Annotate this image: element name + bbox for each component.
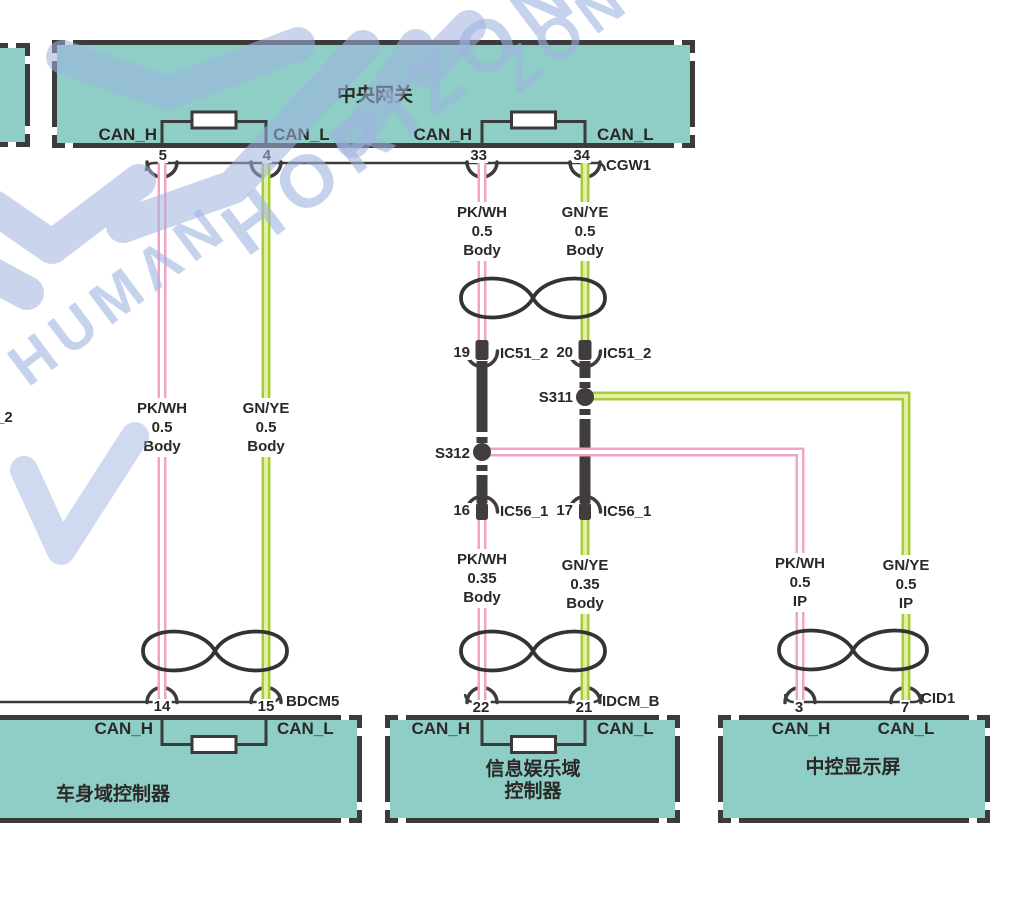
wire-color-code: PK/WH (457, 551, 507, 568)
wire-gauge: 0.35 (570, 576, 600, 593)
wire-canh-s312-cid (478, 447, 805, 700)
twisted-pair-icon (141, 629, 289, 673)
resistor-icon (510, 110, 557, 130)
gateway-title: 中央网关 (336, 85, 414, 106)
box-border-notches (8, 40, 990, 823)
wire-canh-s312-cid-stripe (478, 450, 802, 700)
bdcm-title: 车身域控制器 (56, 784, 171, 805)
center-display-box (718, 715, 990, 823)
pin-number-4: 4 (261, 147, 272, 164)
pin-number-22: 22 (471, 699, 491, 716)
gateway-canh-1: CAN_H (98, 125, 157, 144)
pin-number-34: 34 (572, 147, 591, 164)
wire-harness: Body (566, 595, 604, 612)
wire-color-code: GN/YE (242, 400, 290, 417)
wire-label-cid-h: PK/WH 0.5 IP (771, 553, 829, 612)
wire-label-gw-mid-h: PK/WH 0.5 Body (453, 202, 511, 261)
wire-gauge: 0.5 (255, 419, 277, 436)
pin-number-15: 15 (256, 698, 276, 715)
splice-label-s312: S312 (434, 445, 470, 462)
wire-harness: Body (463, 589, 501, 606)
connector-label-ic51-2-right: IC51_2 (603, 345, 652, 362)
connector-line-cgw1 (144, 161, 607, 172)
cid-title: 中控显示屏 (805, 757, 901, 778)
wire-gauge: 0.5 (574, 223, 596, 240)
twisted-pair-icon (459, 629, 607, 673)
connector-plug-icon (476, 503, 488, 520)
pin-number-5: 5 (157, 147, 168, 164)
wire-label-gw-left-l: GN/YE 0.5 Body (238, 398, 294, 457)
gateway-canl-1: CAN_L (273, 125, 330, 144)
pin-number-3: 3 (793, 699, 805, 716)
wire-gauge: 0.5 (471, 223, 493, 240)
cid-canh: CAN_H (771, 719, 831, 738)
body-domain-controller-box (0, 715, 362, 823)
wire-color-code: PK/WH (457, 204, 507, 221)
wire-label-gw-left-h: PK/WH 0.5 Body (133, 398, 191, 457)
connector-label-ic56-1-right: IC56_1 (603, 503, 652, 520)
cid-canl: CAN_L (877, 719, 935, 738)
pin-number-7: 7 (899, 699, 911, 716)
gateway-canl-2: CAN_L (597, 125, 654, 144)
wire-harness: Body (566, 242, 604, 259)
twisted-pair-symbols (141, 276, 929, 673)
idcm-canl: CAN_L (597, 719, 654, 738)
wire-harness: IP (792, 593, 808, 610)
connector-label-idcm-b: IDCM_B (602, 693, 660, 710)
pin-number-33: 33 (469, 147, 488, 164)
pin-number-21: 21 (574, 699, 594, 716)
wire-color-code: GN/YE (882, 557, 930, 574)
pin-number-20: 20 (555, 344, 574, 361)
bdcm-canl: CAN_L (277, 719, 334, 738)
splice-s312-dot (473, 443, 491, 461)
splices-group (473, 388, 594, 461)
wire-harness: Body (247, 438, 285, 455)
pin-number-14: 14 (152, 698, 172, 715)
wire-label-idcm-h: PK/WH 0.35 Body (453, 549, 511, 608)
wire-label-cid-l: GN/YE 0.5 IP (878, 555, 934, 614)
wire-gauge: 0.5 (151, 419, 173, 436)
pin-number-17: 17 (555, 502, 574, 519)
connector-label-ic51-2-left: IC51_2 (500, 345, 549, 362)
idcm-canh: CAN_H (411, 719, 470, 738)
idcm-title-line1: 信息娱乐域 (485, 759, 581, 780)
connector-label-cgw1: CGW1 (606, 157, 651, 174)
connector-label-bdcm5: BDCM5 (286, 693, 340, 710)
resistor-icon (190, 735, 238, 754)
harness-bars (476, 361, 591, 503)
wire-color-code: GN/YE (561, 204, 609, 221)
twisted-pair-icon (777, 628, 929, 672)
gateway-canh-2: CAN_H (413, 125, 472, 144)
edge-fragment-label: _2 (0, 409, 13, 426)
resistor-icon (190, 110, 238, 130)
wire-color-code: PK/WH (775, 555, 825, 572)
connector-plug-icon (579, 503, 591, 520)
wire-gauge: 0.5 (895, 576, 917, 593)
wire-gauge: 0.5 (789, 574, 811, 591)
connector-plug-icon (578, 340, 592, 360)
wire-harness: Body (143, 438, 181, 455)
connector-label-ic56-1-left: IC56_1 (500, 503, 549, 520)
termination-resistors (160, 110, 587, 754)
wire-gauge: 0.35 (467, 570, 497, 587)
connector-label-cid1: CID1 (921, 690, 956, 707)
infotainment-controller-box (385, 715, 680, 823)
pin-number-16: 16 (452, 502, 471, 519)
connector-plug-icon (475, 340, 489, 360)
splice-label-s311: S311 (538, 389, 573, 406)
resistor-icon (510, 735, 557, 754)
idcm-title: 信息娱乐域 控制器 (485, 759, 580, 803)
wire-label-gw-mid-l: GN/YE 0.5 Body (557, 202, 613, 261)
wire-color-code: PK/WH (137, 400, 187, 417)
idcm-title-line2: 控制器 (504, 781, 562, 802)
bdcm-canh: CAN_H (94, 719, 153, 738)
pin-number-19: 19 (452, 344, 471, 361)
wire-harness: Body (463, 242, 501, 259)
wire-harness: IP (898, 595, 914, 612)
splice-s311-dot (576, 388, 594, 406)
wire-color-code: GN/YE (561, 557, 609, 574)
connector-line-bdcm5 (0, 693, 282, 704)
twisted-pair-icon (459, 276, 607, 320)
wire-label-idcm-l: GN/YE 0.35 Body (557, 555, 613, 614)
